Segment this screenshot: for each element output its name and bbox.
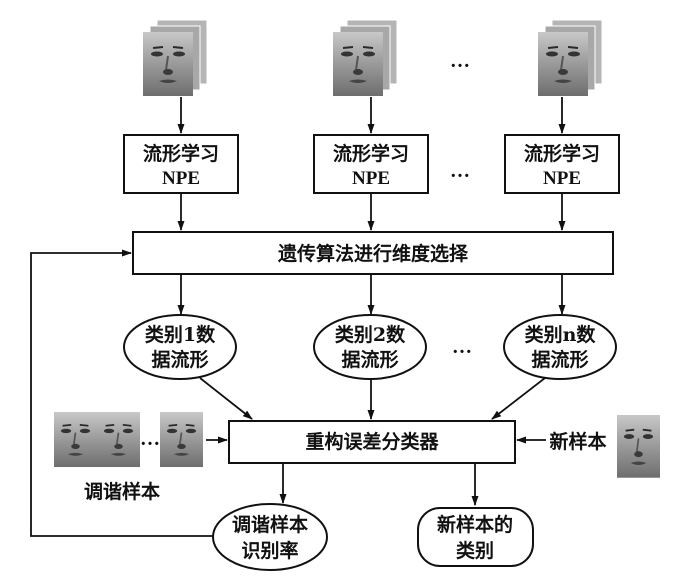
- arrow-manifoldn-classifier: [491, 377, 546, 420]
- face-stack-class-2: [333, 20, 397, 96]
- manifold-class-1[interactable]: 类别1数 据流形: [123, 314, 237, 380]
- tuning-recognition-rate[interactable]: 调谐样本 识别率: [212, 503, 328, 571]
- tuning-rate-line1: 调谐样本: [232, 513, 308, 536]
- ga-dimension-selection-box[interactable]: 遗传算法进行维度选择: [132, 231, 614, 275]
- manifold-1-line2: 据流形: [151, 348, 208, 371]
- npe-box-n-subtitle: NPE: [543, 168, 581, 189]
- new-sample-label: 新样本: [549, 430, 606, 453]
- manifold-class-2[interactable]: 类别2数 据流形: [313, 314, 427, 380]
- arrow-manifold1-classifier: [199, 377, 253, 420]
- manifold-2-line1: 类别2数: [335, 323, 406, 346]
- manifold-n-line1: 类别n数: [525, 323, 597, 346]
- npe-box-1[interactable]: 流形学习 NPE: [123, 134, 239, 194]
- ellipsis-tuning: …: [140, 428, 160, 450]
- manifold-2-line2: 据流形: [341, 348, 398, 371]
- new-sample-class[interactable]: 新样本的 类别: [417, 507, 534, 567]
- tuning-rate-line2: 识别率: [241, 539, 298, 562]
- ellipsis-manifold: …: [452, 336, 472, 358]
- npe-box-n[interactable]: 流形学习 NPE: [504, 134, 620, 194]
- npe-box-2[interactable]: 流形学习 NPE: [313, 134, 429, 194]
- new-sample-image: [616, 414, 661, 479]
- npe-box-n-title: 流形学习: [524, 142, 600, 165]
- classifier-label: 重构误差分类器: [305, 430, 439, 453]
- tuning-sample-images: …: [53, 411, 204, 468]
- npe-box-2-title: 流形学习: [333, 142, 409, 165]
- manifold-n-line2: 据流形: [531, 348, 588, 371]
- manifold-class-n[interactable]: 类别n数 据流形: [503, 314, 617, 380]
- ellipsis-npe: …: [450, 160, 470, 182]
- manifold-1-line1: 类别1数: [145, 323, 216, 346]
- npe-box-1-title: 流形学习: [143, 142, 219, 165]
- face-stack-class-1: [143, 20, 207, 96]
- npe-box-1-subtitle: NPE: [162, 168, 200, 189]
- tuning-samples-label: 调谐样本: [84, 480, 160, 503]
- ga-box-label: 遗传算法进行维度选择: [277, 242, 469, 265]
- new-class-line1: 新样本的: [437, 513, 513, 536]
- feedback-arrow-tuningrate-ga: [30, 249, 213, 537]
- ellipsis-top: …: [450, 50, 470, 72]
- face-stack-class-n: [538, 20, 602, 96]
- reconstruction-error-classifier-box[interactable]: 重构误差分类器: [228, 420, 516, 464]
- npe-box-2-subtitle: NPE: [352, 168, 390, 189]
- new-class-line2: 类别: [456, 539, 494, 562]
